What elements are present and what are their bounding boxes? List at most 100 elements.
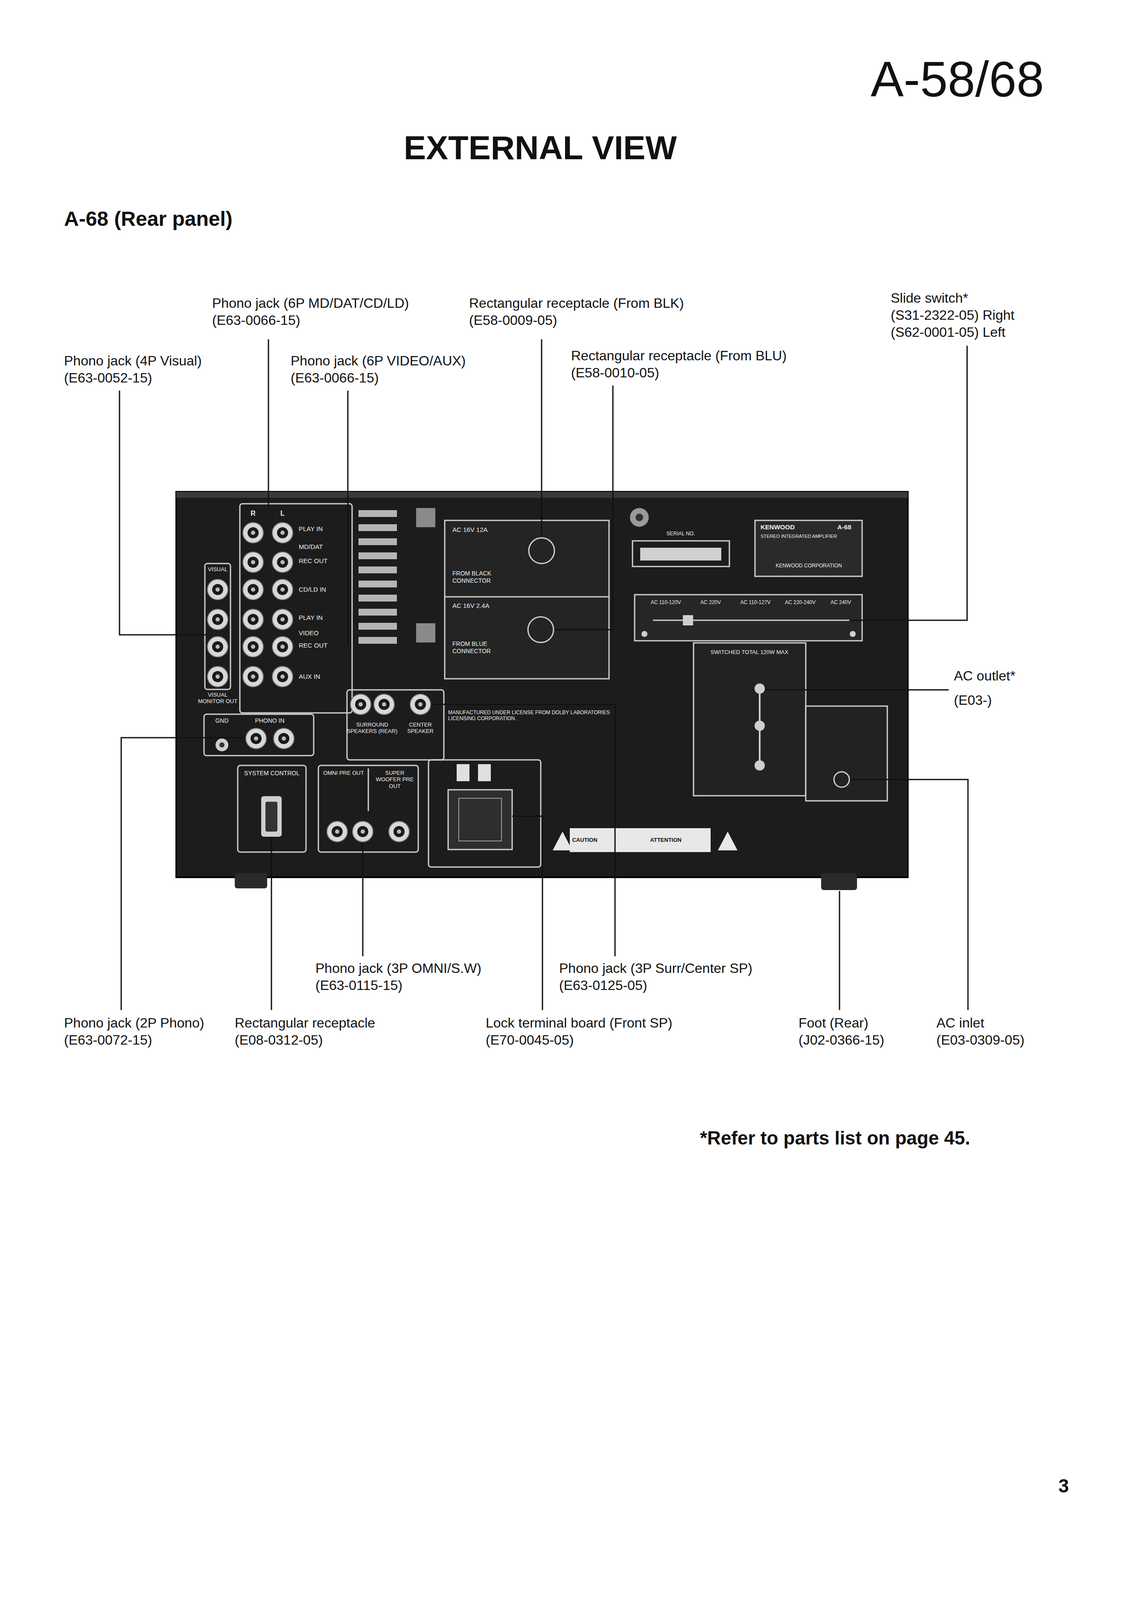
- panel-marking: PLAY IN: [298, 613, 323, 622]
- speaker-output-boxes: [318, 765, 419, 852]
- panel-marking: ATTENTION: [650, 836, 682, 843]
- page-heading: A-68 (Rear panel): [64, 206, 233, 232]
- part-callout: (E63-0052-15): [64, 370, 152, 387]
- panel-marking: KENWOOD CORPORATION: [775, 562, 842, 569]
- phono-jacks: [242, 522, 264, 543]
- part-callout: Lock terminal board (Front SP): [485, 1014, 673, 1032]
- part-callout: (E63-0125-05): [559, 977, 648, 994]
- panel-marking: AC 16V 12A: [452, 525, 488, 534]
- panel-marking: VISUAL MONITOR OUT: [196, 691, 240, 705]
- mounting-block: [416, 623, 436, 643]
- part-callout: (J02-0366-15): [798, 1031, 885, 1049]
- phono-jacks: [272, 579, 293, 600]
- voltage-selector: [849, 630, 856, 637]
- heat-slots: [358, 608, 397, 616]
- heat-slots: [358, 622, 397, 630]
- phono-jacks: [242, 636, 264, 657]
- phono-jacks: [207, 636, 228, 657]
- caution-label: [717, 831, 738, 851]
- phono-jacks: [410, 693, 431, 715]
- phono-jacks: [273, 728, 295, 749]
- system-control-connector: [261, 795, 282, 837]
- part-callout: (E70-0045-05): [485, 1031, 574, 1049]
- phono-jacks: [272, 636, 293, 657]
- voltage-selector: [682, 615, 694, 626]
- panel-marking: SUPER WOOFER PRE OUT: [373, 769, 417, 790]
- part-callout: Rectangular receptacle: [234, 1014, 376, 1032]
- panel-marking: AC 16V 2.4A: [452, 601, 490, 610]
- panel-marking: VISUAL: [207, 565, 228, 573]
- part-callout: (S31-2322-05) Right: [890, 307, 1015, 324]
- serial-plate: [632, 540, 730, 567]
- rating-label: [754, 520, 863, 577]
- receptacle-panel: [527, 616, 554, 643]
- panel-marking: AC 220V: [700, 599, 721, 606]
- phono-jacks: [272, 609, 293, 630]
- input-jack-block: [204, 503, 353, 852]
- system-control-connector: [265, 801, 278, 832]
- heat-slots: [358, 524, 397, 531]
- leader-lines: [850, 345, 968, 621]
- front-speaker-terminal: [448, 789, 513, 850]
- part-callout: (E58-0010-05): [571, 364, 659, 382]
- panel-marking: VIDEO: [298, 629, 319, 637]
- ac-outlet: [693, 642, 806, 796]
- phono-jacks: [242, 609, 264, 630]
- phono-jacks: [207, 609, 228, 630]
- panel-marking: CENTER SPEAKER: [403, 721, 438, 735]
- page-number: 3: [1058, 1474, 1069, 1497]
- part-callout: (E63-0072-15): [64, 1031, 152, 1049]
- phono-jacks: [272, 666, 293, 687]
- panel-marking: FROM BLACK CONNECTOR: [452, 569, 521, 584]
- heat-slots: [358, 510, 397, 644]
- front-speaker-terminal: [448, 763, 513, 850]
- part-callout: (E08-0312-05): [234, 1031, 323, 1049]
- input-jack-block: [239, 503, 353, 713]
- heat-slots: [358, 594, 397, 602]
- heat-slots: [358, 566, 397, 574]
- phono-jacks: [207, 666, 228, 687]
- ac-outlet: [693, 642, 806, 796]
- heat-slots: [358, 552, 397, 560]
- panel-marking: SURROUND SPEAKERS (REAR): [346, 721, 398, 735]
- chassis: [821, 872, 857, 890]
- panel-marking: CD/LD IN: [298, 585, 327, 594]
- heat-slots: [358, 538, 397, 546]
- receptacle-panel: [444, 520, 610, 679]
- receptacle-panel: [444, 596, 610, 598]
- ac-outlet: [754, 683, 765, 694]
- panel-marking: REC OUT: [298, 556, 328, 565]
- leader-lines: [271, 837, 273, 1010]
- heat-slots: [358, 636, 397, 644]
- gnd-terminal: [219, 742, 225, 748]
- speaker-output-boxes: [346, 689, 444, 760]
- front-speaker-terminal: [456, 763, 470, 782]
- panel-marking: REC OUT: [298, 641, 328, 650]
- phono-jacks: [373, 693, 395, 715]
- panel-marking: PLAY IN: [298, 524, 323, 533]
- chassis: [234, 872, 268, 889]
- leader-lines: [121, 737, 245, 1010]
- leader-lines: [839, 890, 841, 1010]
- part-callout: Phono jack (6P MD/DAT/CD/LD): [212, 295, 409, 312]
- caution-label: [552, 827, 738, 852]
- footnote: *Refer to parts list on page 45.: [699, 1126, 971, 1149]
- panel-marking: GND: [215, 717, 229, 725]
- part-callout: (E03-0309-05): [936, 1031, 1025, 1049]
- panel-marking: AUX IN: [298, 672, 321, 681]
- panel-marking: SERIAL NO.: [666, 530, 696, 537]
- part-callout: Slide switch*: [890, 290, 968, 307]
- ac-inlet: [805, 705, 888, 801]
- phono-jacks: [242, 579, 264, 600]
- phono-jacks: [326, 821, 348, 842]
- part-callout: AC inlet: [936, 1014, 985, 1032]
- part-callout: Foot (Rear): [798, 1014, 869, 1032]
- input-jack-block: [204, 714, 314, 756]
- ac-outlet: [754, 720, 765, 731]
- speaker-output-boxes: [428, 759, 541, 867]
- leader-lines: [268, 339, 270, 508]
- caution-label: [569, 827, 711, 852]
- panel-marking: STEREO INTEGRATED AMPLIFIER: [760, 533, 837, 540]
- receptacle-panel: [444, 520, 610, 679]
- front-speaker-terminal: [458, 798, 502, 841]
